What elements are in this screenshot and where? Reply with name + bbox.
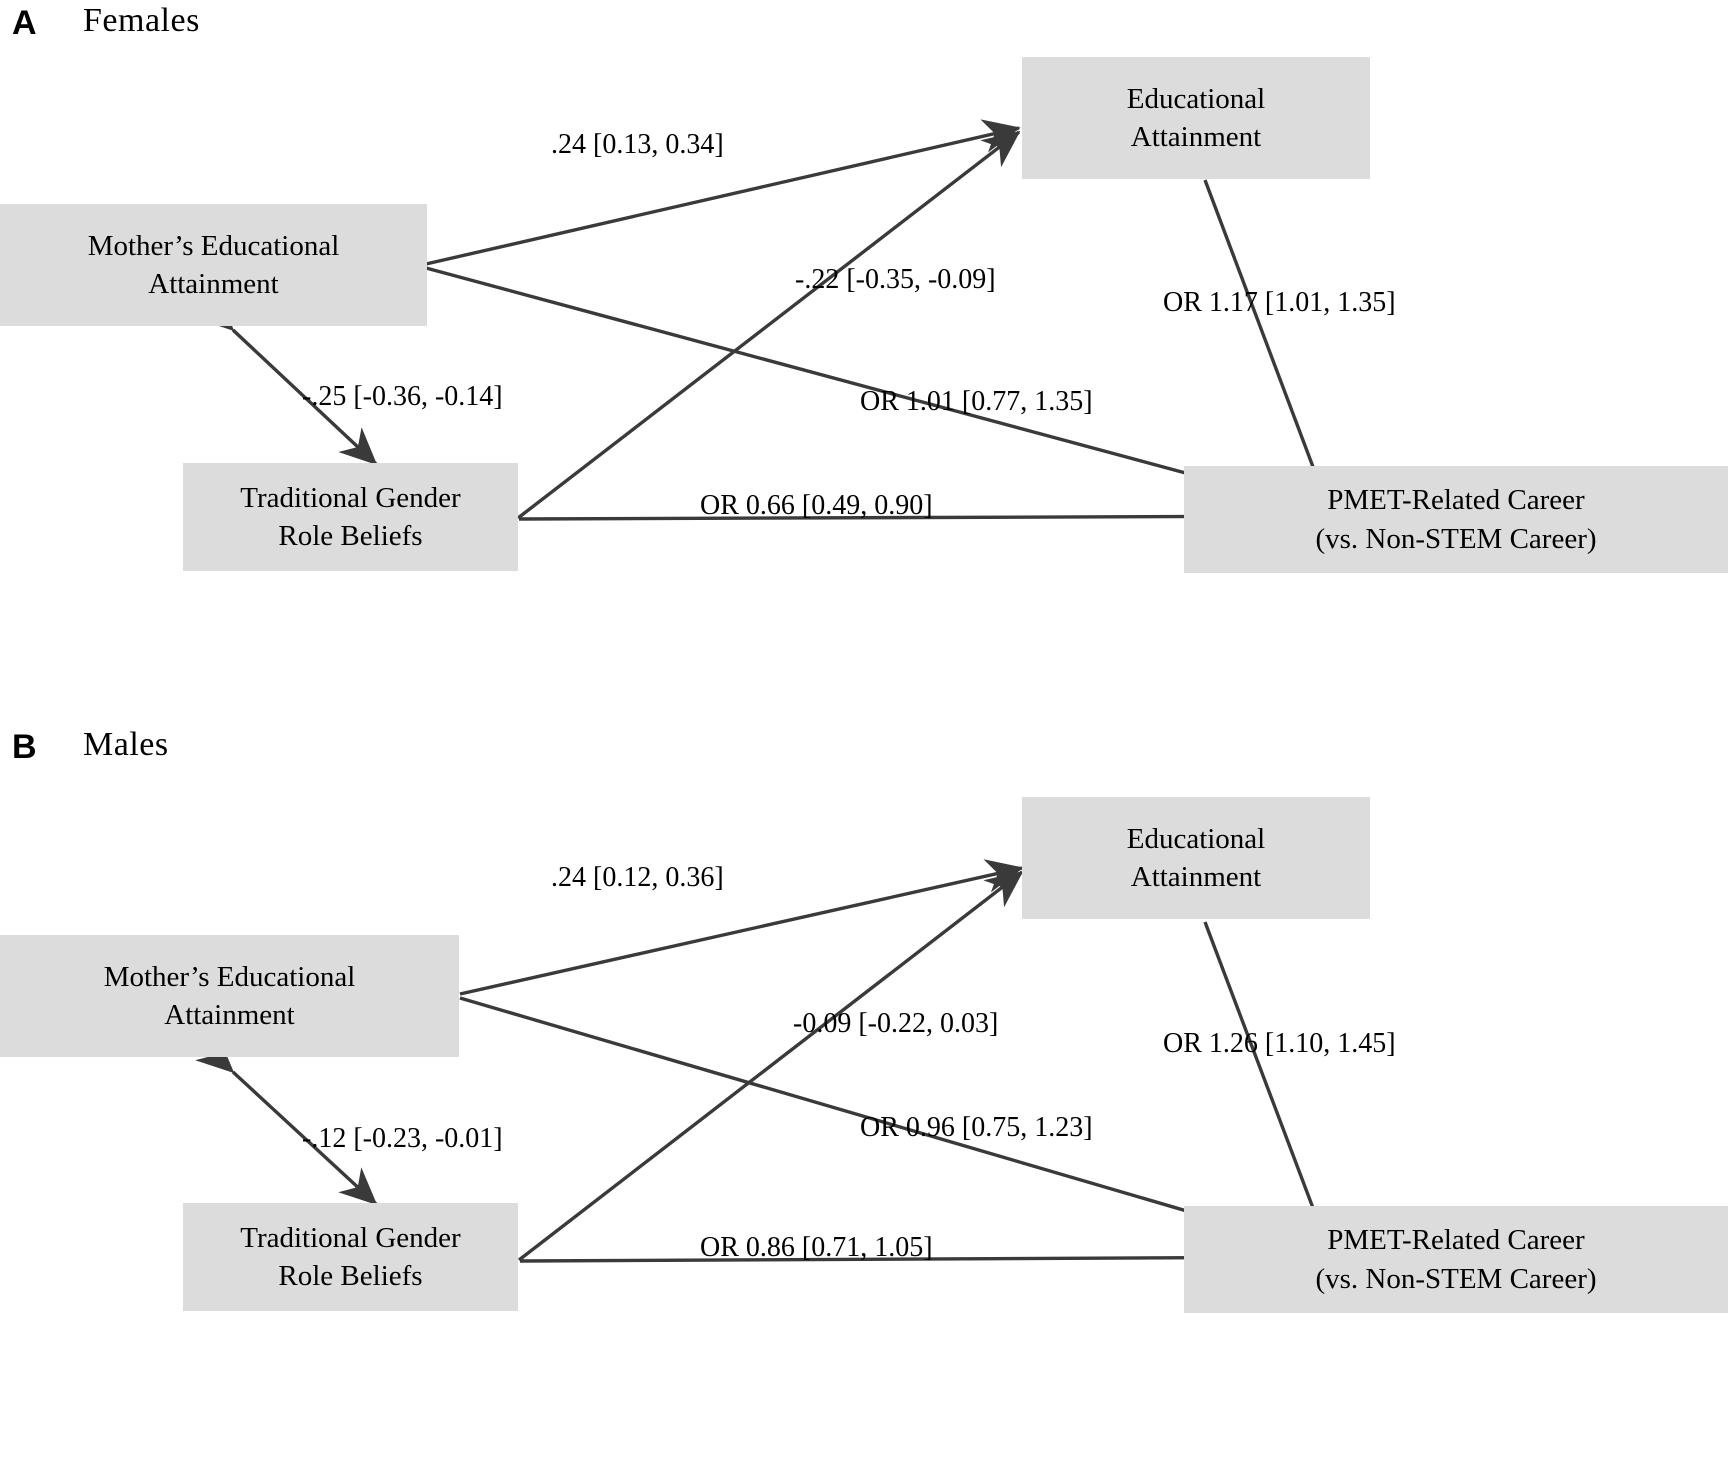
- panel-b-edges: [195, 859, 1334, 1275]
- label-mother-to-education: .24 [0.12, 0.36]: [551, 862, 724, 893]
- node-pmet-related-career[interactable]: PMET-Related Career (vs. Non-STEM Career…: [1184, 1206, 1728, 1313]
- node-mother-educational-attainment[interactable]: Mother’s Educational Attainment: [0, 935, 459, 1057]
- node-education-label: Educational Attainment: [1126, 822, 1266, 893]
- edge-mother-beliefs-covariance: [195, 293, 378, 466]
- node-mother-label: Mother’s Educational Attainment: [103, 960, 356, 1031]
- label-mother-to-career: OR 0.96 [0.75, 1.23]: [860, 1112, 1093, 1143]
- edge-beliefs-to-education: [516, 130, 1021, 520]
- panel-a-title: Females: [83, 2, 200, 39]
- node-mother-educational-attainment[interactable]: Mother’s Educational Attainment: [0, 204, 427, 326]
- panel-a-females: A Females Mother’s Educational At: [0, 0, 1728, 700]
- label-beliefs-to-career: OR 0.86 [0.71, 1.05]: [700, 1232, 933, 1263]
- label-beliefs-to-career: OR 0.66 [0.49, 0.90]: [700, 490, 933, 521]
- label-education-to-career: OR 1.26 [1.10, 1.45]: [1163, 1028, 1396, 1059]
- edge-education-to-career: [1203, 921, 1334, 1255]
- edge-mother-to-career: [425, 266, 1332, 520]
- label-beliefs-to-education: -.22 [-0.35, -0.09]: [795, 264, 996, 295]
- node-educational-attainment[interactable]: Educational Attainment: [1022, 797, 1370, 919]
- node-career-label: PMET-Related Career (vs. Non-STEM Career…: [1315, 1224, 1597, 1295]
- node-pmet-related-career[interactable]: PMET-Related Career (vs. Non-STEM Career…: [1184, 466, 1728, 573]
- edge-mother-to-education: [425, 119, 1021, 266]
- label-mother-to-education: .24 [0.13, 0.34]: [551, 129, 724, 160]
- edge-mother-to-education: [459, 859, 1024, 996]
- panel-b-males: B Males Mother’s Educational Attainment …: [0, 700, 1728, 1474]
- node-beliefs-label: Traditional Gender Role Beliefs: [240, 1221, 461, 1292]
- node-education-label: Educational Attainment: [1126, 82, 1266, 153]
- edge-education-to-career: [1203, 179, 1334, 514]
- label-mother-beliefs-covariance: -.25 [-0.36, -0.14]: [302, 381, 503, 412]
- edge-mother-beliefs-covariance: [195, 1035, 378, 1206]
- node-career-label: PMET-Related Career (vs. Non-STEM Career…: [1315, 484, 1597, 555]
- label-mother-to-career: OR 1.01 [0.77, 1.35]: [860, 386, 1093, 417]
- label-education-to-career: OR 1.17 [1.01, 1.35]: [1163, 287, 1396, 318]
- panel-a-edges: [195, 119, 1334, 534]
- label-beliefs-to-education: -0.09 [-0.22, 0.03]: [793, 1008, 999, 1039]
- node-traditional-gender-role-beliefs[interactable]: Traditional Gender Role Beliefs: [183, 1203, 518, 1311]
- label-mother-beliefs-covariance: -.12 [-0.23, -0.01]: [302, 1123, 503, 1154]
- panel-b-letter: B: [12, 728, 37, 766]
- panel-b-title: Males: [83, 726, 169, 763]
- edge-beliefs-to-education: [517, 870, 1024, 1262]
- panel-a-letter: A: [12, 4, 37, 42]
- node-traditional-gender-role-beliefs[interactable]: Traditional Gender Role Beliefs: [183, 463, 518, 571]
- node-educational-attainment[interactable]: Educational Attainment: [1022, 57, 1370, 179]
- node-mother-label: Mother’s Educational Attainment: [87, 229, 340, 300]
- node-beliefs-label: Traditional Gender Role Beliefs: [240, 481, 461, 552]
